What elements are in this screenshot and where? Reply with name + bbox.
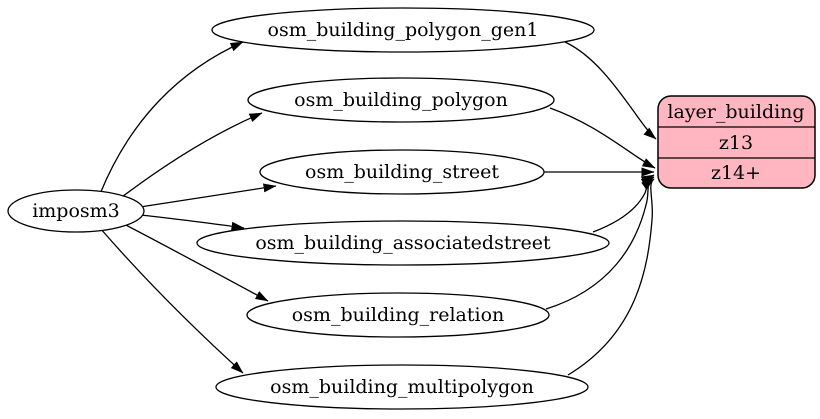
imposm3-ellipse [7, 189, 145, 233]
edge-imposm3-to-osm-building-relation [119, 221, 269, 302]
osm-building-relation-label: osm_building_relation [292, 304, 505, 326]
node-layer-building: layer_building z13 z14+ [657, 95, 816, 189]
imposm3-label: imposm3 [32, 200, 120, 222]
node-osm-building-multipolygon: osm_building_multipolygon [215, 364, 589, 410]
layer-building-title: layer_building [667, 101, 804, 123]
edge-imposm3-to-osm-building-multipolygon [99, 227, 244, 374]
layer-building-box [657, 95, 816, 189]
layer-building-row-z14: z14+ [711, 162, 761, 184]
edge-imposm3-to-osm-building-polygon [117, 112, 263, 201]
osm-building-polygon-gen1-ellipse [211, 7, 595, 53]
osm-building-polygon-gen1-label: osm_building_polygon_gen1 [268, 19, 539, 41]
node-imposm3: imposm3 [7, 189, 145, 233]
edge-imposm3-to-osm-building-polygon-gen1 [99, 41, 244, 195]
edge-imposm3-to-osm-building-street [139, 183, 277, 208]
osm-building-multipolygon-ellipse [215, 364, 589, 410]
osm-building-associatedstreet-label: osm_building_associatedstreet [255, 232, 551, 254]
node-osm-building-polygon: osm_building_polygon [247, 77, 555, 123]
edge-osm-building-multipolygon-to-layer-building-z14 [567, 178, 655, 376]
edge-osm-building-associatedstreet-to-layer-building-z14 [592, 174, 655, 233]
node-osm-building-relation: osm_building_relation [246, 292, 550, 338]
edge-imposm3-to-osm-building-associatedstreet [140, 214, 245, 231]
osm-building-relation-ellipse [246, 292, 550, 338]
osm-building-street-ellipse [259, 149, 545, 195]
layer-building-row-z13: z13 [719, 132, 753, 154]
node-osm-building-street: osm_building_street [259, 149, 545, 195]
osm-building-associatedstreet-ellipse [196, 220, 610, 266]
edge-osm-building-polygon-gen1-to-layer-building-z13 [564, 41, 657, 140]
osm-building-polygon-ellipse [247, 77, 555, 123]
osm-building-polygon-label: osm_building_polygon [294, 89, 508, 111]
node-osm-building-associatedstreet: osm_building_associatedstreet [196, 220, 610, 266]
edge-layer [99, 41, 657, 376]
edge-osm-building-polygon-to-layer-building-z14 [549, 107, 656, 169]
node-osm-building-polygon-gen1: osm_building_polygon_gen1 [211, 7, 595, 53]
osm-building-multipolygon-label: osm_building_multipolygon [270, 376, 534, 398]
osm-building-street-label: osm_building_street [305, 161, 499, 183]
